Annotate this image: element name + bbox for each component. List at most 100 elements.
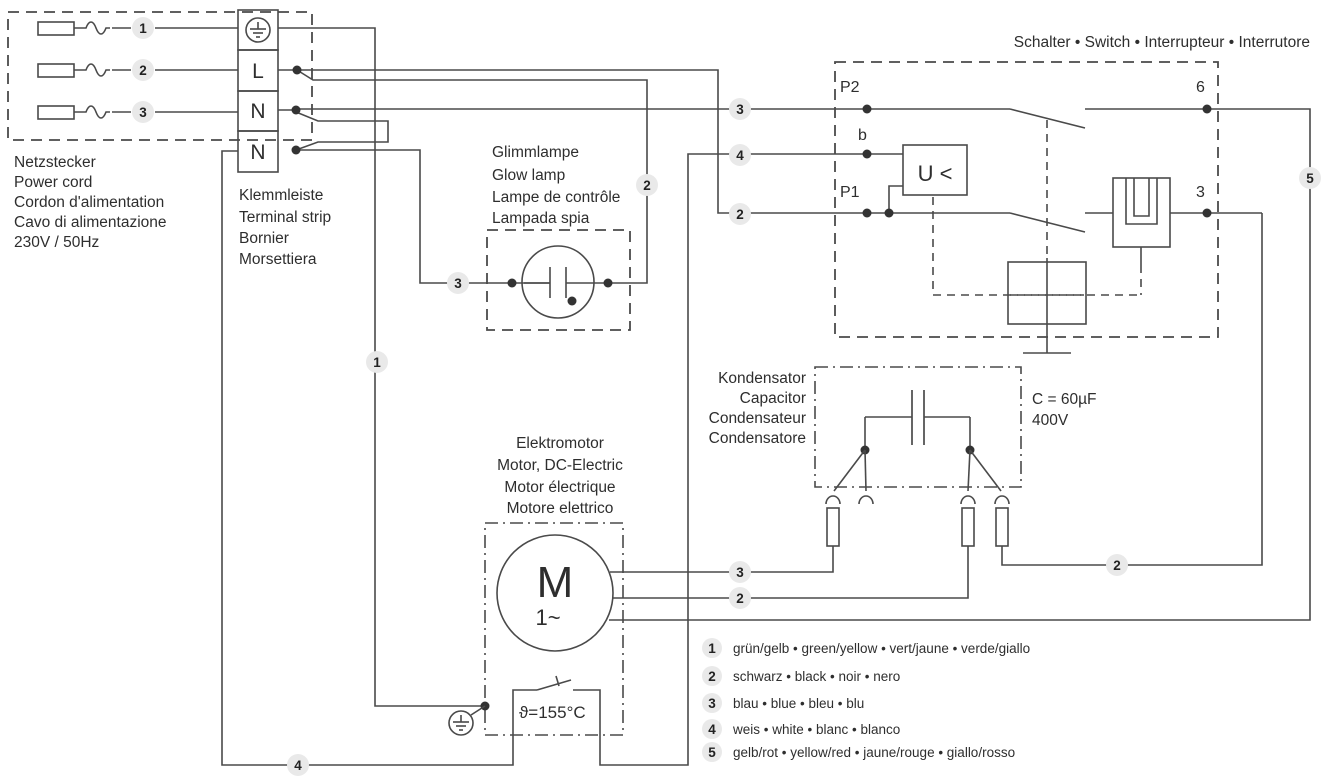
- svg-text:5: 5: [1306, 171, 1314, 186]
- wire-badge-2: 2: [1106, 554, 1128, 576]
- wire-badge-3: 3: [447, 272, 469, 294]
- spade-pin-icon: [826, 507, 840, 547]
- switch-terminal-b: b: [858, 127, 867, 144]
- legend-num: 4: [708, 722, 716, 737]
- motor-assembly: M 1~ Elektromotor Motor, DC-Electric Mot…: [448, 435, 624, 736]
- capacitor-spec-value: C = 60µF: [1032, 391, 1097, 408]
- svg-text:2: 2: [736, 591, 744, 606]
- wire-4-thermal-loop: [221, 150, 903, 766]
- junction-dot-6: [1202, 104, 1212, 114]
- plug-pin-icon: [37, 105, 238, 120]
- earth-icon: [448, 710, 474, 736]
- glow-lamp-label: Lampe de contrôle: [492, 189, 620, 206]
- legend-num: 3: [708, 696, 716, 711]
- wire-badge-5: 5: [1299, 167, 1321, 189]
- wire-badge-4: 4: [287, 754, 309, 776]
- legend-item: 5 gelb/rot • yellow/red • jaune/rouge • …: [702, 742, 1015, 762]
- svg-text:2: 2: [643, 178, 651, 193]
- capacitor-icon: [864, 390, 971, 450]
- spade-pin-icon: [995, 507, 1009, 547]
- junction-dot-b: [862, 149, 872, 159]
- terminal-N2: N: [250, 141, 265, 164]
- plug-labels: Netzstecker Power cord Cordon d'alimenta…: [14, 154, 167, 251]
- capacitor-label: Condensateur: [709, 410, 806, 427]
- terminal-dots: [291, 65, 302, 155]
- capacitor-label: Condensatore: [709, 430, 806, 447]
- legend-text: grün/gelb • green/yellow • vert/jaune • …: [733, 641, 1030, 656]
- junction-dot: [507, 278, 517, 288]
- glow-lamp: Glimmlampe Glow lamp Lampe de contrôle L…: [486, 144, 631, 331]
- capacitor-terminals: [825, 449, 1010, 547]
- glow-lamp-label: Glow lamp: [492, 167, 565, 184]
- undervoltage-relay: U <: [888, 144, 968, 295]
- wire-badge-3: 3: [729, 98, 751, 120]
- legend-text: gelb/rot • yellow/red • jaune/rouge • gi…: [733, 745, 1015, 760]
- capacitor-label: Kondensator: [718, 370, 806, 387]
- terminal-N1: N: [250, 100, 265, 123]
- plug-label: Cavo di alimentazione: [14, 214, 167, 231]
- motor-labels: Elektromotor Motor, DC-Electric Motor él…: [497, 435, 623, 517]
- thermal-contact-blade: [536, 679, 572, 691]
- terminal-L: L: [252, 60, 264, 83]
- glow-lamp-icon: [521, 245, 595, 319]
- motor-phase: 1~: [535, 605, 560, 630]
- actuator-block: [933, 258, 1141, 354]
- plug-label: Netzstecker: [14, 154, 96, 171]
- wire-badge-3: 3: [132, 101, 154, 123]
- glow-lamp-labels: Glimmlampe Glow lamp Lampe de contrôle L…: [492, 144, 620, 227]
- svg-text:2: 2: [736, 207, 744, 222]
- glow-lamp-label: Lampada spia: [492, 210, 590, 227]
- wire-5-line: [609, 108, 1311, 621]
- terminal-strip-label: Terminal strip: [239, 209, 331, 226]
- motor-label: Motor, DC-Electric: [497, 457, 623, 474]
- motor-symbol: M: [537, 558, 574, 607]
- neutral-jumper: [295, 111, 389, 151]
- wire-badge-4: 4: [729, 144, 751, 166]
- svg-text:2: 2: [1113, 558, 1121, 573]
- socket-icon: [960, 495, 976, 505]
- switch-dashed-box: [834, 61, 1219, 338]
- capacitor-label: Capacitor: [740, 390, 806, 407]
- junction-dot-N1: [291, 105, 301, 115]
- svg-text:3: 3: [139, 105, 147, 120]
- terminal-strip-label: Bornier: [239, 230, 289, 247]
- svg-text:4: 4: [736, 148, 744, 163]
- legend-num: 1: [708, 641, 716, 656]
- switch-terminal-3: 3: [1196, 184, 1205, 201]
- spade-pin-icon: [961, 507, 975, 547]
- plug-label: Cordon d'alimentation: [14, 194, 164, 211]
- svg-text:3: 3: [736, 565, 744, 580]
- switch-terminal-6: 6: [1196, 79, 1205, 96]
- thermal-switch-label: ϑ=155°C: [519, 703, 586, 722]
- undervoltage-relay-label: U <: [918, 161, 953, 186]
- junction-dot: [603, 278, 613, 288]
- plug-dashed-box: [7, 11, 313, 141]
- switch-assembly: Schalter • Switch • Interrupteur • Inter…: [834, 34, 1310, 354]
- svg-text:1: 1: [373, 355, 381, 370]
- wire-badge-2: 2: [729, 203, 751, 225]
- junction-dot-N2: [291, 145, 301, 155]
- svg-text:3: 3: [454, 276, 462, 291]
- wire-3-neutral: [278, 108, 1010, 284]
- legend-num: 2: [708, 669, 716, 684]
- wire-badge-1: 1: [132, 17, 154, 39]
- wire-badge-2: 2: [729, 587, 751, 609]
- switch-terminal-p1: P1: [840, 184, 860, 201]
- plug-pin-icon: [37, 21, 238, 36]
- socket-icon: [825, 495, 841, 505]
- junction-dot-L: [292, 65, 302, 75]
- capacitor-assembly: Kondensator Capacitor Condensateur Conde…: [709, 366, 1097, 547]
- motor-capacitor-wires: [610, 213, 1263, 599]
- svg-text:4: 4: [294, 758, 302, 773]
- legend-item: 1 grün/gelb • green/yellow • vert/jaune …: [702, 638, 1030, 658]
- legend-text: weis • white • blanc • blanco: [732, 722, 900, 737]
- junction-dot-p2: [862, 104, 872, 114]
- capacitor-spec-voltage: 400V: [1032, 412, 1069, 429]
- power-plug: Netzstecker Power cord Cordon d'alimenta…: [7, 11, 313, 251]
- junction-dot-3: [1202, 208, 1212, 218]
- plug-label: 230V / 50Hz: [14, 234, 99, 251]
- legend-item: 2 schwarz • black • noir • nero: [702, 666, 900, 686]
- wire-badge-1: 1: [366, 351, 388, 373]
- legend-item: 4 weis • white • blanc • blanco: [702, 719, 900, 739]
- svg-text:3: 3: [736, 102, 744, 117]
